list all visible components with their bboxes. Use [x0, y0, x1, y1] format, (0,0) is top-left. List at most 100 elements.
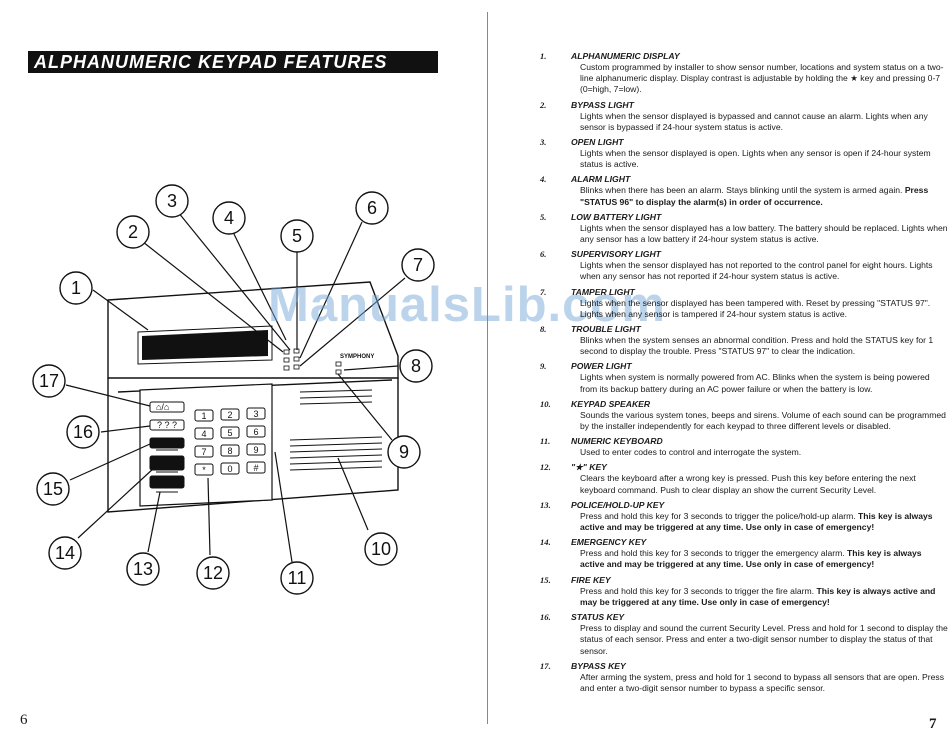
callout-9: 9	[387, 435, 421, 469]
bypass-key[interactable]: ⌂/⌂	[156, 402, 169, 412]
feature-heading: 9.POWER LIGHT	[540, 361, 950, 372]
svg-text:7: 7	[201, 447, 206, 457]
digit-key-2[interactable]: 2	[220, 408, 240, 421]
digit-key-3[interactable]: 3	[246, 407, 266, 420]
callout-3: 3	[155, 184, 189, 218]
feature-heading: 14.EMERGENCY KEY	[540, 537, 950, 548]
feature-title: OPEN LIGHT	[571, 137, 624, 148]
feature-heading: 11.NUMERIC KEYBOARD	[540, 436, 950, 447]
feature-title: TROUBLE LIGHT	[571, 324, 641, 335]
svg-text:5: 5	[227, 428, 232, 438]
feature-description: Lights when system is normally powered f…	[580, 372, 930, 394]
page-number-left: 6	[20, 712, 28, 728]
leader-lines	[65, 211, 406, 563]
feature-title: BYPASS LIGHT	[571, 99, 634, 110]
panel-brand: SYMPHONY	[340, 354, 374, 360]
callout-label: 9	[399, 442, 409, 462]
feature-number: 8.	[540, 324, 547, 335]
digit-key-1[interactable]: 1	[194, 409, 214, 422]
feature-heading: 2. BYPASS LIGHT	[540, 100, 950, 111]
feature-number: 17.	[540, 660, 551, 671]
feature-warning: This key is always active and may be tri…	[580, 548, 922, 570]
feature-description: Lights when the sensor displayed is bypa…	[580, 110, 928, 132]
feature-number: 13.	[540, 499, 551, 510]
feature-description: Lights when the sensor displayed has a l…	[580, 222, 948, 245]
feature-number: 2.	[540, 99, 547, 110]
feature-number: 16.	[540, 612, 551, 623]
svg-text:1: 1	[201, 411, 206, 421]
callout-label: 8	[411, 356, 421, 376]
feature-description: Sounds the various system tones, beeps a…	[580, 409, 946, 432]
status-key[interactable]: ? ? ?	[157, 420, 177, 430]
digit-key-6[interactable]: 6	[246, 425, 266, 438]
watermark: ManualsLib.com	[268, 278, 666, 332]
feature-title: EMERGENCY KEY	[571, 537, 647, 548]
callout-15: 15	[36, 472, 70, 506]
digit-key-8[interactable]: 8	[220, 444, 240, 457]
feature-title: POWER LIGHT	[571, 361, 632, 372]
svg-text:8: 8	[227, 446, 232, 456]
feature-description: Lights when the sensor displayed has bee…	[580, 297, 931, 319]
digit-key-7[interactable]: 7	[194, 445, 214, 458]
callout-6: 6	[355, 191, 389, 225]
feature-description: Press to display and sound the current S…	[580, 623, 948, 656]
digit-key-*[interactable]: *	[194, 463, 214, 476]
feature-title: FIRE KEY	[571, 574, 611, 585]
callout-1: 1	[59, 271, 93, 305]
feature-description: Blinks when there has been an alarm. Sta…	[580, 185, 929, 207]
digit-key-5[interactable]: 5	[220, 426, 240, 439]
feature-heading: 10. KEYPAD SPEAKER	[540, 399, 950, 410]
feature-heading: 8. TROUBLE LIGHT	[540, 324, 950, 335]
callout-label: 11	[288, 568, 307, 588]
digit-key-#[interactable]: #	[246, 461, 266, 474]
feature-title: KEYPAD SPEAKER	[571, 398, 651, 409]
feature-number: 11.	[540, 436, 551, 447]
feature-title: POLICE/HOLD-UP KEY	[571, 499, 665, 510]
callout-14: 14	[48, 536, 82, 570]
callout-label: 10	[371, 539, 391, 559]
callout-label: 14	[55, 543, 75, 563]
feature-title: "★" KEY	[571, 462, 607, 473]
feature-heading: 12."★" KEY	[540, 462, 950, 473]
feature-title: STATUS KEY	[571, 612, 625, 623]
feature-description: Used to enter codes to control and inter…	[580, 447, 802, 458]
feature-number: 6.	[540, 249, 547, 260]
digit-key-0[interactable]: 0	[220, 462, 240, 475]
feature-heading: 6.SUPERVISORY LIGHT	[540, 249, 950, 260]
callout-label: 7	[413, 255, 423, 275]
digit-key-4[interactable]: 4	[194, 427, 214, 440]
callout-label: 15	[43, 479, 63, 499]
callout-13: 13	[126, 552, 160, 586]
feature-description: Press and hold this key for 3 seconds to…	[580, 585, 936, 607]
page-number-right: 7	[929, 716, 937, 732]
callout-11: 11	[280, 561, 314, 595]
feature-description: After arming the system, press and hold …	[580, 671, 944, 693]
callout-label: 2	[128, 222, 138, 242]
callout-label: 3	[167, 191, 177, 211]
feature-heading: 7.TAMPER LIGHT	[540, 287, 950, 298]
feature-heading: 15. FIRE KEY	[540, 575, 950, 586]
digit-key-9[interactable]: 9	[246, 443, 266, 456]
svg-text:#: #	[253, 463, 258, 473]
callout-label: 5	[292, 226, 302, 246]
callout-8: 8	[399, 349, 433, 383]
feature-number: 10.	[540, 398, 551, 409]
page-divider	[487, 12, 488, 724]
svg-text:4: 4	[201, 429, 206, 439]
svg-text:9: 9	[253, 445, 258, 455]
callout-7: 7	[401, 248, 435, 282]
feature-number: 1.	[540, 51, 547, 61]
feature-heading: 16. STATUS KEY	[540, 612, 950, 623]
feature-number: 15.	[540, 574, 551, 585]
feature-heading: 1.ALPHANUMERIC DISPLAY	[540, 51, 950, 62]
feature-number: 3.	[540, 137, 547, 148]
callout-12: 12	[196, 556, 230, 590]
